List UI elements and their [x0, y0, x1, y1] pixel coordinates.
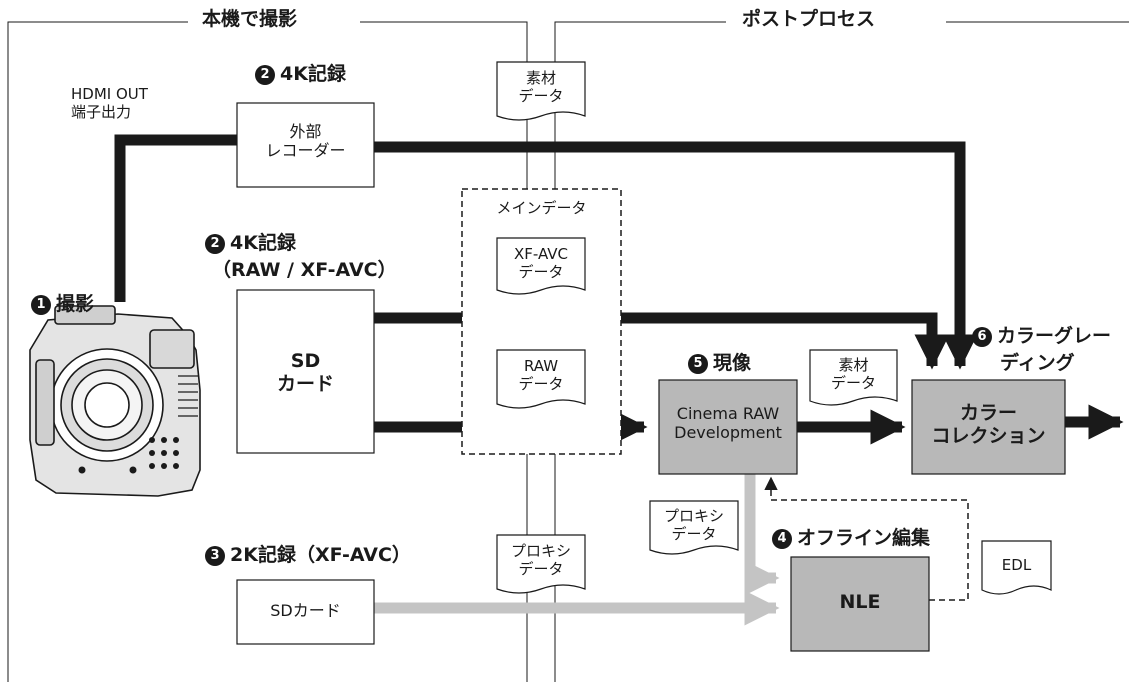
proxy-center-text: プロキシ データ — [510, 542, 571, 578]
hdmi-out-label: HDMI OUT 端子出力 — [71, 85, 148, 121]
external-recorder-box — [236, 102, 375, 188]
edl-text: EDL — [1001, 556, 1032, 574]
step2-sd-formats-label: （RAW / XF-AVC） — [212, 259, 397, 281]
external-recorder-text: 外部 レコーダー — [265, 122, 346, 161]
raw-doc — [496, 349, 586, 409]
sd-card-2k-box — [236, 579, 375, 645]
xf-avc-doc — [496, 237, 586, 295]
step1-badge-icon: 1 — [31, 295, 51, 315]
color-correction-box — [911, 379, 1066, 475]
raw-text: RAW データ — [518, 357, 564, 393]
step6-badge-icon: 6 — [972, 327, 992, 347]
step2-badge-icon: 2 — [205, 234, 225, 254]
step3-badge-icon: 3 — [205, 546, 225, 566]
sd-card-4k-box — [236, 289, 375, 454]
hdmi-flow — [114, 134, 237, 302]
edl-doc — [981, 540, 1052, 595]
cinema-raw-text: Cinema RAW Development — [674, 404, 782, 443]
material-top-text: 素材 データ — [518, 69, 564, 105]
step4-badge-icon: 4 — [772, 529, 792, 549]
gray-flows — [374, 474, 780, 626]
nle-box — [790, 556, 930, 652]
cinema-raw-box — [658, 379, 798, 475]
frame-lines — [7, 21, 1129, 682]
step2-badge-icon: 2 — [255, 65, 275, 85]
camera-section-line — [360, 21, 528, 682]
sd-card-4k-text: SD カード — [276, 350, 334, 395]
material-right-text: 素材 データ — [830, 356, 876, 392]
step5-badge-icon: 5 — [688, 354, 708, 374]
proxy-center-doc — [496, 534, 586, 594]
material-top-doc — [496, 61, 586, 121]
main-data-title: メインデータ — [496, 199, 587, 217]
nle-text: NLE — [839, 591, 881, 613]
recorder-to-grading-flow — [374, 141, 978, 370]
post-section-left-line — [554, 21, 726, 682]
post-section-title: ポストプロセス — [738, 8, 880, 31]
camera-illustration — [29, 305, 201, 497]
raw-to-nle-proxy-flow — [744, 474, 780, 596]
step6-label-line2: ディング — [1000, 352, 1075, 374]
left-frame-line — [7, 21, 188, 682]
xf-avc-text: XF-AVC データ — [513, 245, 569, 281]
camera-section-title: 本機で撮影 — [198, 8, 302, 31]
sd-card-2k-text: SDカード — [270, 601, 341, 620]
proxy-left-doc — [649, 500, 739, 555]
proxy-left-text: プロキシ データ — [663, 507, 724, 543]
color-correction-text: カラー コレクション — [931, 402, 1046, 447]
material-right-doc — [809, 349, 898, 406]
main-data-group — [461, 188, 622, 455]
edl-feedback-line — [764, 476, 969, 601]
